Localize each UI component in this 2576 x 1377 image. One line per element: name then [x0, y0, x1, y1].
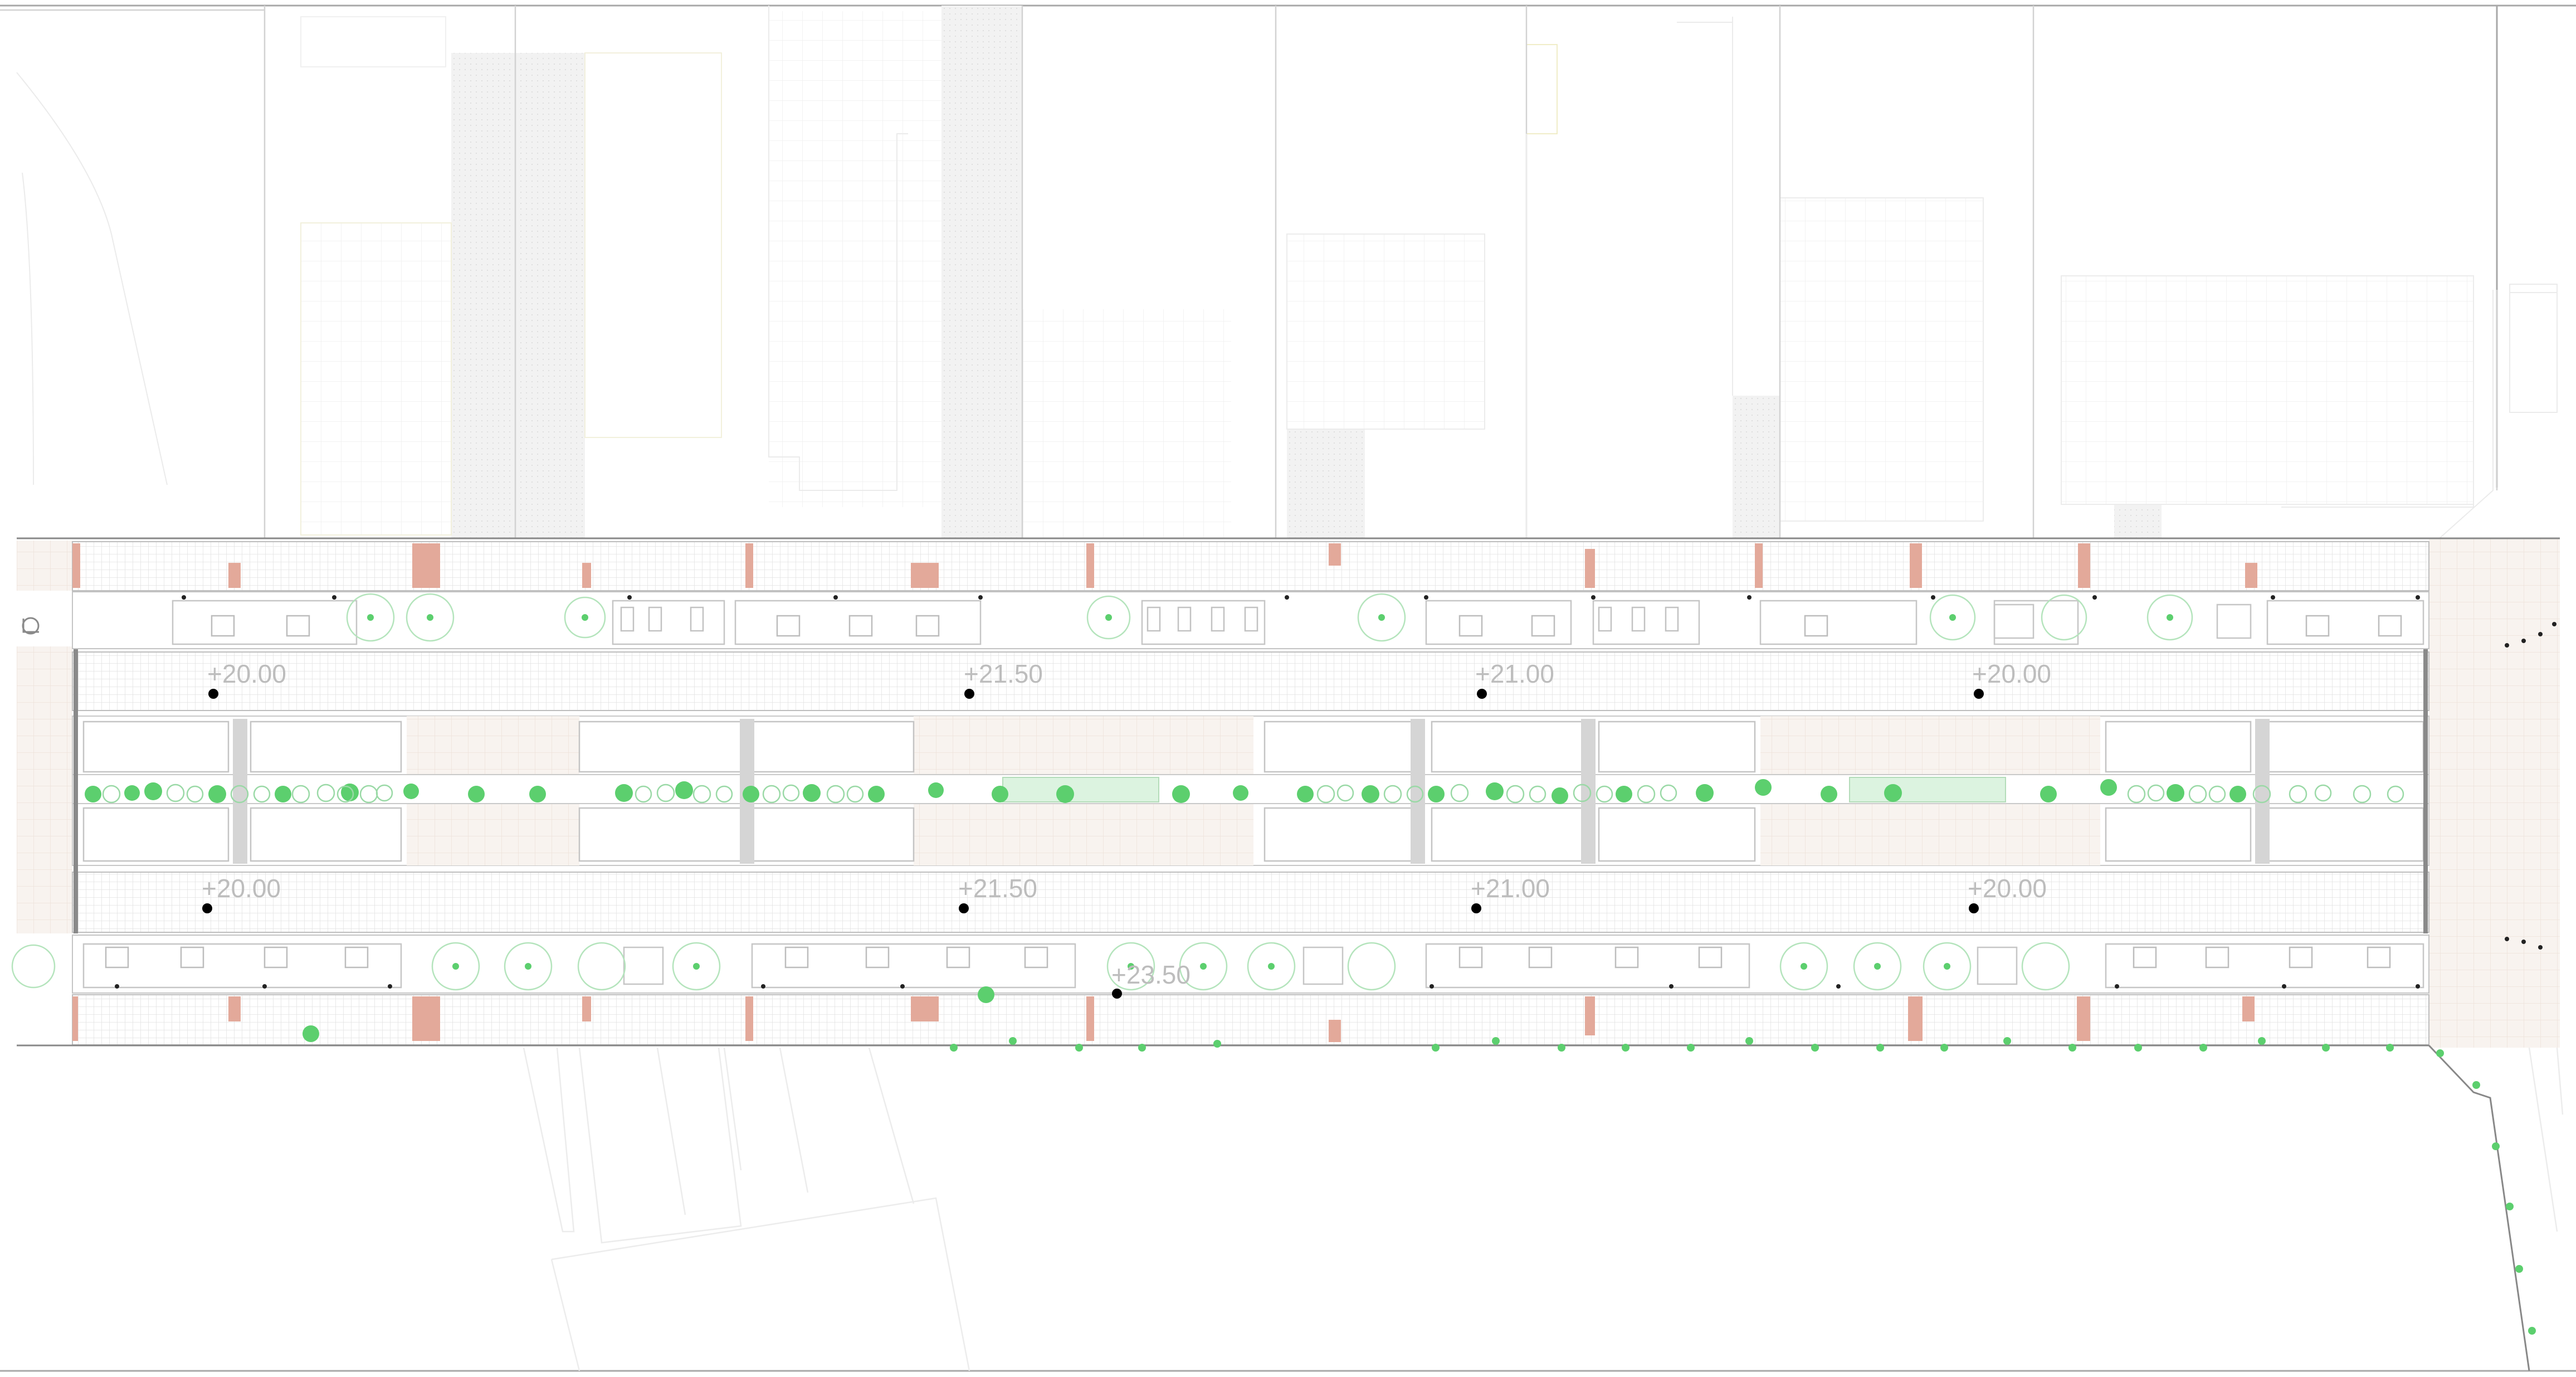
elevation-labels-south: +20.00 +21.50 +21.00 +20.00 +23.50 — [202, 874, 2047, 989]
north-roadway — [72, 651, 2429, 711]
accessible-parking-icon — [22, 617, 40, 635]
boulevard — [11, 537, 2560, 1371]
level-label-south-1: +20.00 — [202, 874, 281, 903]
median-trees — [85, 779, 2246, 804]
bollards — [115, 595, 2557, 989]
level-label-north-3: +21.00 — [1475, 659, 1554, 688]
level-label-south-4: +20.00 — [1968, 874, 2047, 903]
south-columns — [72, 996, 2255, 1042]
south-street-trees — [303, 986, 2536, 1335]
level-label-south-3: +21.00 — [1471, 874, 1550, 903]
median-trees-light — [102, 784, 2404, 804]
west-plaza-paving — [17, 646, 72, 933]
south-context-blocks — [523, 1047, 2564, 1371]
south-planting-band — [72, 935, 2429, 994]
north-context-blocks — [0, 6, 2558, 538]
elevation-labels-north: +20.00 +21.50 +21.00 +20.00 — [207, 659, 2051, 688]
band-planter-trees — [11, 593, 2193, 991]
level-label-north-1: +20.00 — [207, 659, 286, 688]
level-label-south-2: +21.50 — [958, 874, 1037, 903]
level-label-north-2: +21.50 — [964, 659, 1043, 688]
south-sidewalk — [72, 994, 2429, 1045]
level-label-north-4: +20.00 — [1972, 659, 2051, 688]
north-columns — [72, 543, 2257, 588]
level-label-southwalk: +23.50 — [1111, 960, 1191, 989]
east-plaza-paving — [2429, 538, 2560, 1048]
south-roadway — [72, 872, 2429, 933]
light-post-markers — [202, 689, 1984, 999]
